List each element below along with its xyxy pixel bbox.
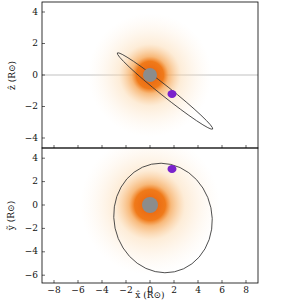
tick-mark (78, 280, 79, 283)
tick-mark (150, 280, 151, 283)
tick-mark (42, 158, 45, 159)
tick-label: −4 (25, 247, 38, 256)
tick-mark (42, 106, 45, 107)
tick-mark (78, 145, 79, 148)
tick-mark (102, 280, 103, 283)
tick-label: 0 (32, 71, 38, 80)
tick-label: 0 (32, 201, 38, 210)
tick-label: −2 (119, 286, 132, 295)
tick-mark (42, 12, 45, 13)
tick-label: 4 (195, 286, 201, 295)
tick-mark (198, 145, 199, 148)
tick-mark (54, 145, 55, 148)
tick-label: 4 (32, 154, 38, 163)
tick-mark (246, 280, 247, 283)
axis-label: x̂ (R⊙) (135, 291, 164, 300)
tick-mark (42, 75, 45, 76)
tick-mark (42, 228, 45, 229)
tick-mark (150, 145, 151, 148)
tick-label: −8 (47, 286, 60, 295)
tick-label: −4 (95, 286, 108, 295)
tick-label: 6 (219, 286, 225, 295)
tick-label: −6 (25, 271, 38, 280)
bottom-panel-art (80, 148, 222, 282)
tick-mark (42, 275, 45, 276)
tick-mark (42, 251, 45, 252)
tick-mark (102, 145, 103, 148)
tick-label: 2 (32, 177, 38, 186)
tick-mark (198, 280, 199, 283)
tick-mark (222, 280, 223, 283)
top-panel-art (42, 13, 258, 137)
tick-mark (42, 138, 45, 139)
tick-mark (174, 280, 175, 283)
tick-mark (174, 145, 175, 148)
tick-label: 2 (32, 39, 38, 48)
tick-mark (42, 43, 45, 44)
tick-mark (42, 181, 45, 182)
tick-label: 2 (171, 286, 177, 295)
tick-mark (42, 205, 45, 206)
tick-label: 8 (243, 286, 249, 295)
tick-mark (126, 145, 127, 148)
tick-mark (246, 145, 247, 148)
tick-mark (54, 280, 55, 283)
tick-mark (126, 280, 127, 283)
tick-label: −4 (25, 134, 38, 143)
tick-label: 4 (32, 8, 38, 17)
tick-label: −6 (71, 286, 84, 295)
axis-label: ỹ (R⊙) (8, 200, 17, 229)
tick-label: −2 (25, 102, 38, 111)
tick-label: −2 (25, 224, 38, 233)
axis-label: ẑ (R⊙) (8, 61, 17, 90)
tick-mark (222, 145, 223, 148)
